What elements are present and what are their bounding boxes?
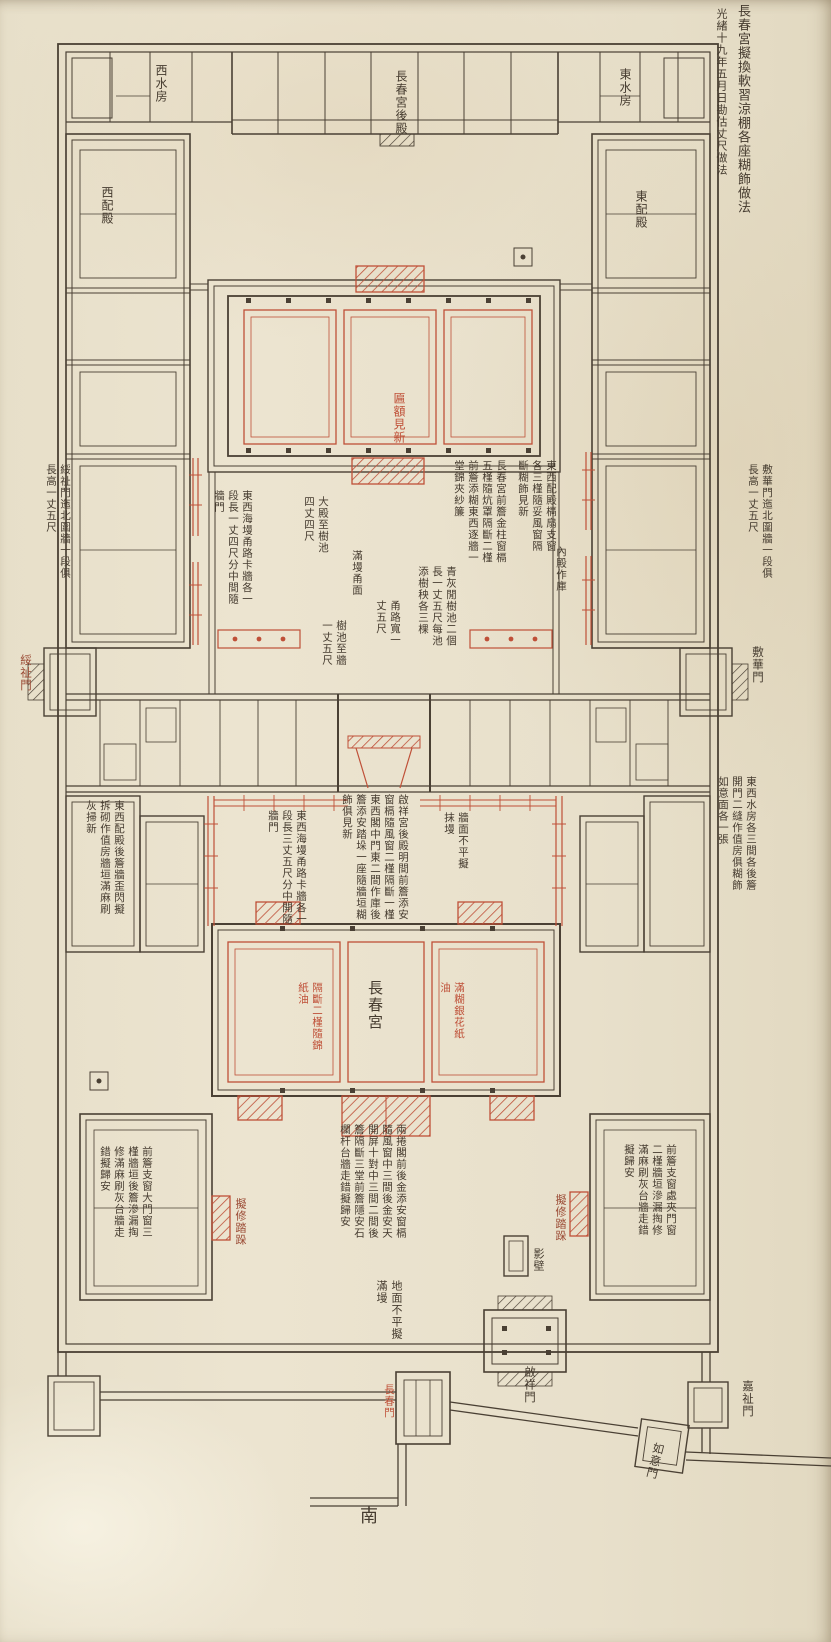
note-partition-paper: 隔斷二槿隨錦紙油 [297, 982, 323, 1051]
label-jiazhi-gate: 嘉祉門 [741, 1380, 755, 1418]
label-west-side-hall: 西配殿 [100, 186, 114, 225]
note-east-lower-hall-work: 前簷支窗處夾門窗二槿牆垣滲漏掏修滿麻刷灰台牆走錯擬歸安 [623, 1144, 677, 1236]
note-front-gallery-work: 兩捲閣前後金添安窗槅隨風窗中三間後金安天開屏十對中三間二間後簷隔斷三堂前簷隱安石… [339, 1124, 407, 1239]
note-treepit-to-wall: 樹池至牆一丈五尺 [321, 620, 347, 666]
note-west-lower-hall-work: 前簷支窗大門窗三槿牆垣後簷滲漏掏修滿麻刷灰台牆走錯擬歸安 [99, 1146, 153, 1238]
label-qixiang-gate: 啟祥門 [523, 1366, 537, 1404]
note-rear-hall-work: 啟祥宮後殿明間前簷添安窗槅隨風窗二槿隔斷一槿東西閣中門東二間作庫後簷添安踏垛一座… [341, 794, 409, 921]
note-inner-hall-store: 內殿作庫 [555, 546, 567, 592]
label-fuhua-gate: 敷華門 [751, 646, 765, 684]
note-west-rooms-work: 東西配殿後簷牆歪閃擬拆砌作值房牆垣滿麻刷灰掃新 [85, 800, 125, 915]
note-paved-path: 滿墁甬面 [351, 550, 363, 596]
note-lower-path-walls: 東西海墁甬路卡牆各一段長三丈五尺分中開隨牆門 [267, 810, 307, 925]
note-path-width: 甬路寬一丈五尺 [375, 600, 401, 646]
ink-walls [27, 43, 831, 1507]
label-east-water-rooms: 東水房 [618, 68, 632, 107]
label-east-side-hall: 東配殿 [634, 190, 648, 229]
note-silverflower-paper: 滿糊銀花紙油 [439, 982, 465, 1040]
note-upper-path-walls: 東西海墁甬路卡牆各一段長一丈四尺分中間隨牆門 [213, 490, 253, 605]
note-repair-steps-west: 擬修踏跺 [234, 1198, 247, 1246]
note-east-rooms: 東西水房各三間各後簷開門二縫作值房俱糊飾如意面各一張 [717, 776, 757, 891]
ink-columns [96, 254, 551, 1355]
note-wall-uneven: 牆面不平擬抹墁 [443, 812, 469, 870]
note-east-wall: 敷華門迤北圍牆一段俱長高一丈五尺 [747, 464, 773, 579]
label-west-water-rooms: 西水房 [154, 64, 168, 103]
note-front-eave-work: 長春宮前簷金柱窗槅五槿隨炕罩隔斷二槿前簷添糊東西逐牆一堂錦夾紗簾 [453, 460, 507, 564]
sheet-title-line1: 長春宮擬換軟習涼棚各座糊飾做法 [735, 4, 750, 214]
label-main-hall: 長春宮 [366, 980, 384, 1031]
label-suizhi-gate: 綏祉門 [19, 654, 33, 692]
note-side-halls-work: 東西配殿槅扇支窗各三槿隨妥風窗隔斷糊飾見新 [517, 460, 557, 552]
note-plaque-renew: 匾額見新 [392, 392, 406, 444]
label-screen-wall: 影壁 [532, 1248, 545, 1272]
label-changchun-gate: 長春門 [383, 1384, 395, 1419]
note-ground-uneven: 地面不平擬滿墁 [375, 1280, 403, 1340]
sheet-title-line2: 光緒十九年五月日勘估丈尺做法 [715, 8, 728, 176]
red-tree-dots [232, 636, 538, 642]
note-west-wall: 綏祉門迤北圍牆一段俱長高一丈五尺 [45, 464, 71, 579]
note-tree-pits: 青灰閒樹池二個長一丈五尺每池添樹秧各三棵 [417, 566, 457, 647]
label-rear-hall: 長春宮後殿 [394, 70, 408, 135]
red-proposals [189, 265, 595, 1241]
note-repair-steps-east: 擬修踏跺 [554, 1194, 567, 1242]
orientation-south: 南 [360, 1506, 378, 1527]
note-hall-to-treepit: 大殿至樹池四丈四尺 [303, 496, 329, 554]
